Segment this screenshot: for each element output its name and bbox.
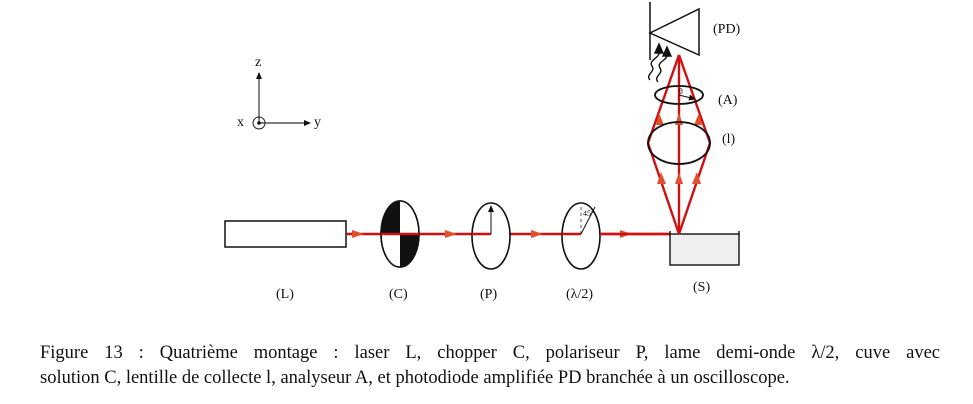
label-chopper: (C) xyxy=(389,287,408,302)
chopper-wheel xyxy=(380,200,420,268)
half-wave-angle-label: 45° xyxy=(583,209,594,218)
label-half-wave-plate: (λ/2) xyxy=(566,287,593,302)
coordinate-axes: z x y xyxy=(237,55,321,130)
photodiode xyxy=(648,2,700,60)
sample-cell xyxy=(669,231,740,266)
beam-arrow-icon xyxy=(352,230,364,238)
beam-arrow-icon xyxy=(531,230,543,238)
caption-line-1: Figure 13 : Quatrième montage : laser L,… xyxy=(40,343,940,363)
label-analyzer: (A) xyxy=(718,93,738,108)
analyzer: θ xyxy=(654,85,704,105)
figure-caption: Figure 13 : Quatrième montage : laser L,… xyxy=(40,341,940,391)
label-laser: (L) xyxy=(276,287,294,302)
axis-z-label: z xyxy=(255,55,261,70)
signal-squiggle-icon xyxy=(648,42,673,83)
label-lens: (l) xyxy=(722,132,736,147)
laser-body xyxy=(224,220,347,248)
polarizer xyxy=(471,202,511,270)
label-sample-cell: (S) xyxy=(693,280,710,295)
analyzer-angle-label: θ xyxy=(679,87,683,96)
caption-line-2: solution C, lentille de collecte l, anal… xyxy=(40,368,790,388)
axis-x-label: x xyxy=(237,115,244,130)
axis-y-label: y xyxy=(314,115,321,130)
label-photodiode: (PD) xyxy=(713,22,741,37)
half-wave-plate: 45° xyxy=(561,202,601,270)
collection-lens xyxy=(647,121,711,165)
label-polarizer: (P) xyxy=(480,287,497,302)
beam-arrow-icon xyxy=(445,230,457,238)
